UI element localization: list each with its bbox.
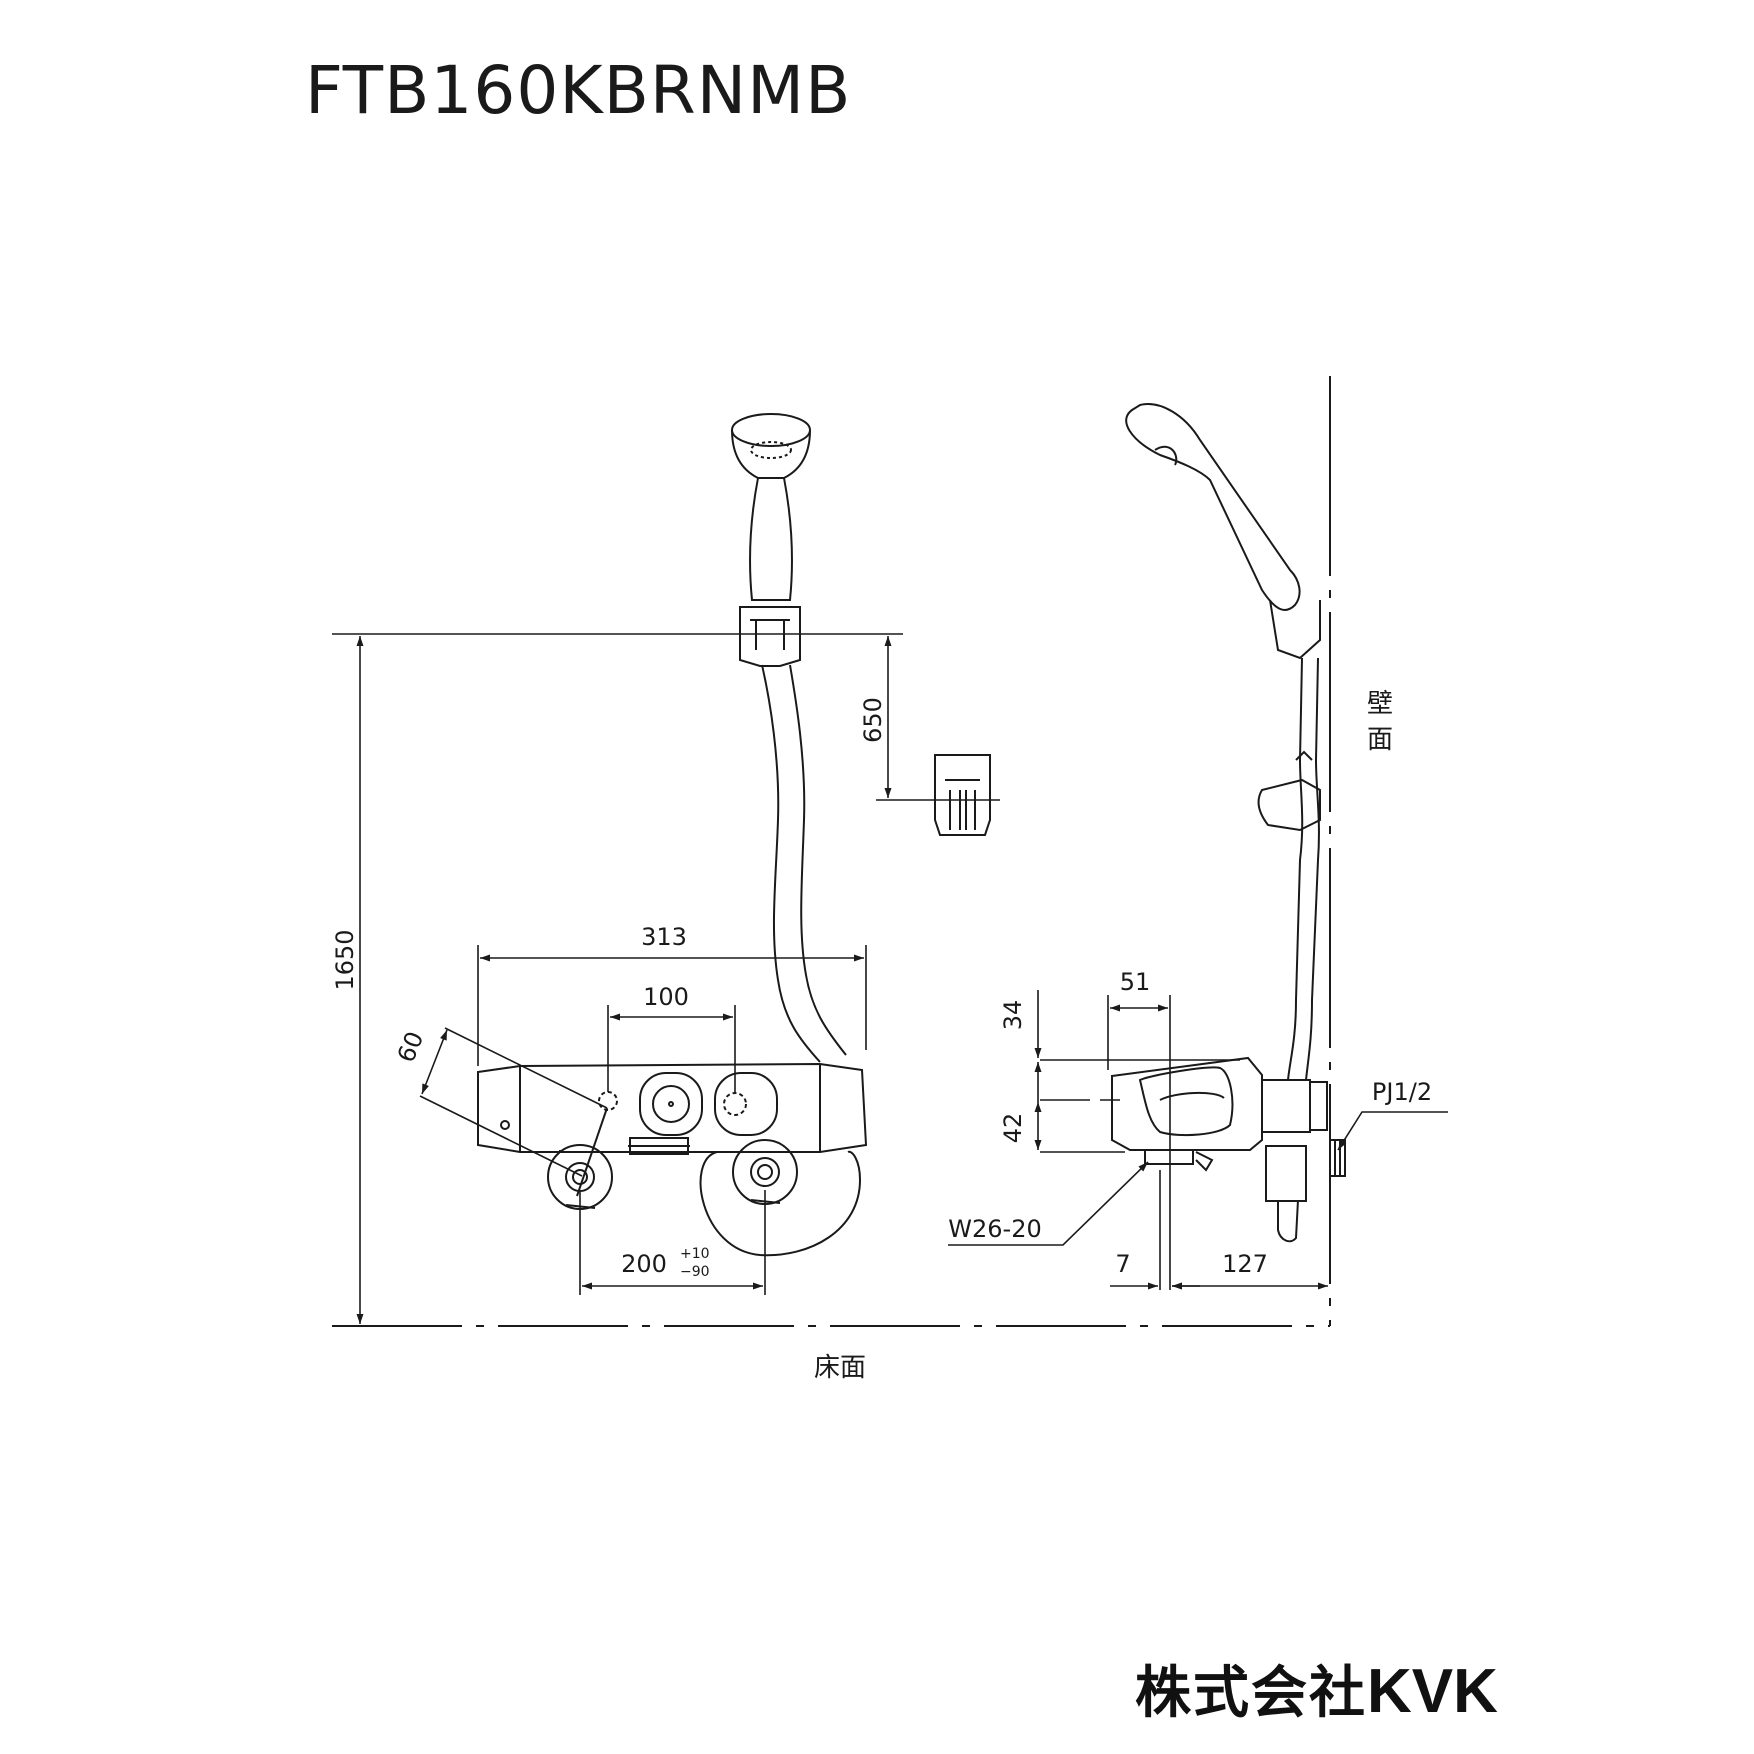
dim-313-label: 313 [641, 923, 687, 951]
mixer-body-icon [477, 1062, 868, 1155]
wall-label-2: 面 [1367, 725, 1393, 755]
dim-200-tol-minus: −90 [680, 1264, 710, 1280]
dim-60-line [421, 1029, 448, 1095]
hose-holder-upper-icon [739, 606, 801, 667]
front-dimensions [356, 636, 892, 1324]
side-labels: 51 34 42 7 127 W26-20 PJ1/2 壁 面 床面 [814, 689, 1432, 1383]
slide-bar [1287, 657, 1304, 1081]
dim-7-label: 7 [1115, 1250, 1130, 1278]
company-logo: KVK [1367, 1657, 1498, 1726]
shower-head-icon [731, 413, 811, 601]
dim-200-tol-plus: +10 [680, 1246, 710, 1262]
model-number-title: FTB160KBRNMB [305, 52, 852, 129]
dim-127-label: 127 [1222, 1250, 1268, 1278]
side-dimensions [1034, 990, 1328, 1290]
dim-100-label: 100 [643, 983, 689, 1011]
shower-hose [761, 664, 821, 1063]
slide-holder-icon [1257, 778, 1321, 832]
front-dimension-labels: 1650 650 313 100 60 200 +10 −90 [331, 697, 887, 1280]
dim-42-label: 42 [999, 1113, 1027, 1144]
dim-34-label: 34 [999, 1000, 1027, 1031]
floor-label: 床面 [814, 1353, 866, 1383]
hose-holder-lower-icon [934, 754, 991, 836]
mixer-side-icon [1111, 1056, 1346, 1243]
company-name: 株式会社 [1135, 1661, 1367, 1726]
dim-200-label: 200 [621, 1250, 667, 1278]
side-view [948, 376, 1448, 1326]
dim-650-label: 650 [859, 697, 887, 743]
dim-51-label: 51 [1120, 968, 1151, 996]
wall-label-1: 壁 [1367, 689, 1393, 719]
front-view [332, 413, 1330, 1327]
company-brand: 株式会社KVK [1135, 1648, 1498, 1729]
outlet-thread-label: W26-20 [948, 1215, 1041, 1243]
dim-60-label: 60 [392, 1028, 429, 1067]
dim-1650-label: 1650 [331, 929, 359, 990]
inlet-right-icon [699, 1139, 862, 1257]
shower-head-side-icon [1125, 403, 1301, 611]
inlet-thread-label: PJ1/2 [1372, 1078, 1432, 1106]
